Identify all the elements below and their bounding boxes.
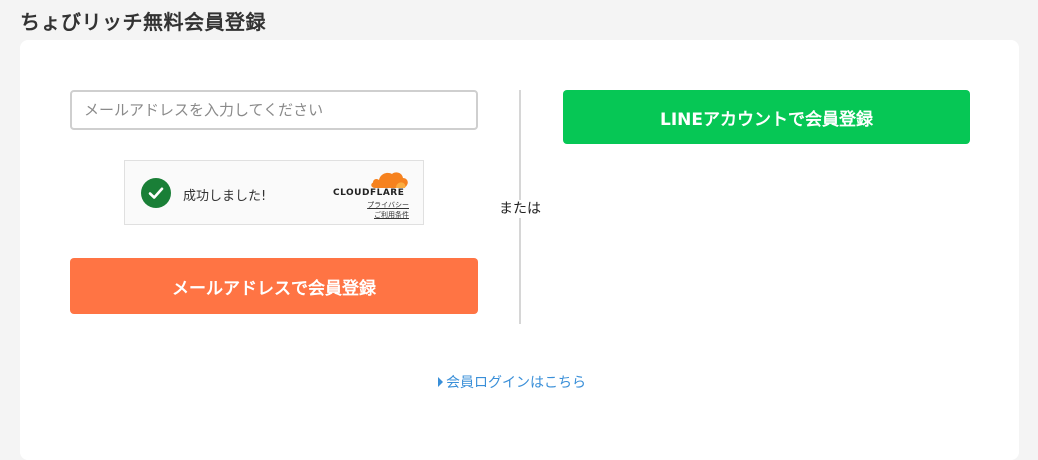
email-input[interactable] xyxy=(70,90,478,130)
or-separator-label: または xyxy=(498,200,542,218)
line-register-button[interactable]: LINEアカウントで会員登録 xyxy=(563,90,970,144)
email-register-button[interactable]: メールアドレスで会員登録 xyxy=(70,258,478,314)
cloudflare-wordmark: CLOUDFLARE xyxy=(333,188,405,198)
cloudflare-cloud-icon xyxy=(371,172,408,188)
captcha-status-text: 成功しました! xyxy=(183,189,267,204)
member-login-link[interactable]: 会員ログインはこちら xyxy=(438,372,586,392)
registration-card: 成功しました! CLOUDFLARE プライバシー ご利用条件 メールアドレスで… xyxy=(20,40,1019,460)
terms-link[interactable]: ご利用条件 xyxy=(374,211,409,219)
cloudflare-turnstile: 成功しました! CLOUDFLARE プライバシー ご利用条件 xyxy=(124,160,424,225)
caret-right-icon xyxy=(438,377,443,387)
member-login-link-label: 会員ログインはこちら xyxy=(446,375,586,391)
cloudflare-logo: CLOUDFLARE xyxy=(333,169,413,199)
page-title: ちょびリッチ無料会員登録 xyxy=(20,10,266,34)
privacy-link[interactable]: プライバシー xyxy=(367,201,409,209)
success-check-icon xyxy=(141,178,171,208)
